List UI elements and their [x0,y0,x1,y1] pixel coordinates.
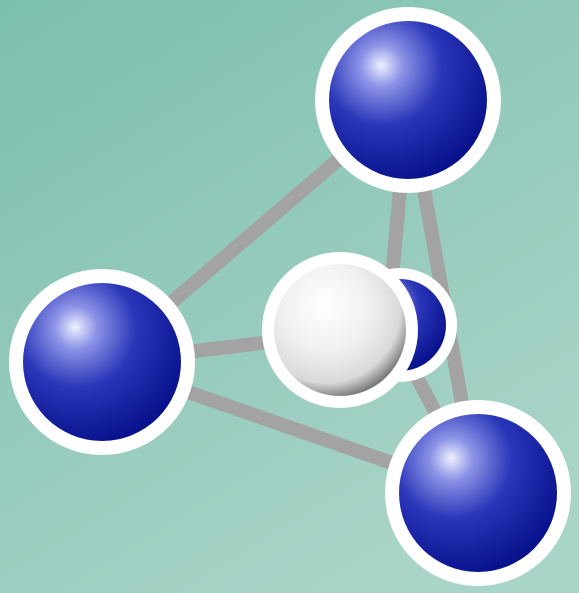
atom-blue-bottom-right [385,400,571,586]
atom-blue-top [315,7,501,193]
atom-blue-left [9,269,195,455]
atom-white-center [262,252,418,408]
